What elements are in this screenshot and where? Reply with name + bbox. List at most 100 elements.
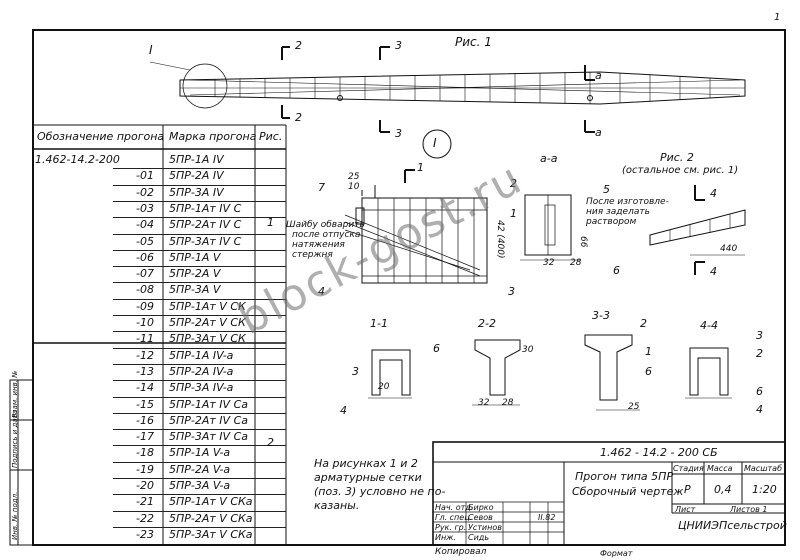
section-1-1-drawing [368, 349, 412, 399]
row-mark: 5ПР-3Ат IV Са [169, 430, 248, 444]
row-designation: -17 [136, 430, 154, 444]
doc-code: 1.462 - 14.2 - 200 СБ [600, 446, 718, 459]
dim-28-s22: 28 [502, 398, 514, 408]
pos-3-detail: 3 [508, 285, 515, 298]
cut-mark-a-bottom: а [595, 126, 602, 139]
pos-4-s44: 4 [756, 403, 763, 416]
role-2: Гл. спец. [435, 513, 473, 522]
side-inv: Инв. № подл. [11, 491, 19, 540]
weld-note-1: Шайбу обварить [286, 220, 365, 230]
header-mark: Марка прогона [169, 130, 257, 143]
cut-mark-1: 1 [417, 161, 424, 174]
side-stamp [9, 379, 34, 546]
format-label: Формат [600, 549, 633, 558]
fig1-beam-elevation [149, 61, 746, 109]
stage-header: Стадия [673, 464, 704, 473]
dim-440: 440 [720, 244, 738, 254]
row-rule [113, 266, 286, 268]
pos-4-detail: 4 [318, 285, 325, 298]
section-a-a-drawing [520, 194, 580, 261]
row-rule [113, 510, 286, 512]
row-designation: -23 [136, 527, 154, 541]
row-mark: 5ПР-1Ат IV С [169, 201, 242, 215]
fig2-drawing [649, 209, 746, 256]
cut-mark-3-top: 3 [395, 39, 402, 52]
note-line-3: (поз. 3) условно не по- [314, 485, 446, 498]
fig1-label: Рис. 1 [455, 35, 492, 49]
row-mark: 5ПР-1А V-а [169, 446, 231, 460]
row-designation: -08 [136, 283, 154, 297]
scale-header: Масштаб [744, 464, 783, 473]
dim-10: 10 [348, 182, 360, 192]
table-row: -17 5ПР-3Ат IV Са [33, 430, 286, 447]
row-mark: 5ПР-1А IV-а [169, 348, 234, 362]
cut-mark-a-top: а [595, 69, 602, 82]
row-designation: -19 [136, 462, 154, 476]
table-row: -12 5ПР-1А IV-а [33, 349, 286, 366]
mass-value: 0,4 [714, 483, 732, 496]
row-mark: 5ПР-3Ат IV С [169, 234, 242, 248]
pos-4-s11: 4 [340, 404, 347, 417]
row-designation: -20 [136, 479, 154, 492]
dim-30-s22: 30 [522, 345, 534, 355]
pos-3-s44: 3 [756, 329, 763, 342]
node-i-detail [344, 185, 488, 284]
row-rule [113, 298, 286, 300]
dim-32: 32 [543, 258, 555, 268]
after-note-2: ния заделать [586, 207, 650, 217]
fig2-label: Рис. 2 [660, 151, 694, 164]
row-mark: 5ПР-3А IV [169, 185, 224, 199]
corner-mark: 1 [774, 12, 781, 23]
row-rule [113, 363, 286, 365]
row-mark: 5ПР-3Ат V СК [169, 332, 246, 346]
note-line-1: На рисунках 1 и 2 [314, 457, 418, 470]
section-3-3-drawing [584, 334, 640, 411]
callout-i-circle [422, 129, 452, 159]
fig-group-1: 1 [267, 216, 274, 229]
row-rule [113, 282, 286, 284]
row-designation: -03 [136, 201, 154, 215]
name-3: Устинов [468, 523, 502, 532]
sheets-label: Листов 1 [730, 505, 768, 514]
dim-66: 66 [578, 236, 588, 248]
row-designation: -12 [136, 348, 154, 362]
row-mark: 5ПР-2А IV-а [169, 364, 234, 378]
row-rule [113, 315, 286, 316]
dim-42: 42 (400) [495, 220, 505, 259]
cut-mark-3-bottom: 3 [395, 127, 402, 140]
weld-note-3: натяжения [292, 240, 345, 250]
pos-2-s44: 2 [756, 347, 763, 360]
table-row: -03 5ПР-1Ат IV С [33, 202, 286, 219]
row-designation: -14 [136, 381, 154, 395]
row-mark: 5ПР-1Ат V СК [169, 299, 246, 313]
mass-header: Масса [707, 464, 733, 473]
weld-note-4: стержня [292, 250, 333, 260]
dim-28: 28 [570, 258, 582, 268]
row-designation: -04 [136, 218, 154, 232]
pos-1-s33: 1 [645, 345, 652, 358]
section-3-3-label: 3-3 [592, 309, 610, 322]
date-value: II.82 [538, 513, 556, 522]
sheet-label: Лист [675, 505, 696, 514]
row-designation: -01 [136, 169, 154, 183]
role-4: Инж. [435, 533, 456, 542]
row-mark: 5ПР-2А IV [169, 169, 224, 183]
row-rule [113, 184, 286, 186]
dim-20-s11: 20 [378, 382, 390, 392]
role-3: Рук. гр. [435, 523, 467, 532]
side-vz: Взам. инв. № [11, 370, 19, 418]
row-mark: 5ПР-2А V-а [169, 462, 231, 476]
pos-6-s11: 6 [433, 342, 440, 355]
cut-mark-4-top: 4 [710, 187, 717, 200]
